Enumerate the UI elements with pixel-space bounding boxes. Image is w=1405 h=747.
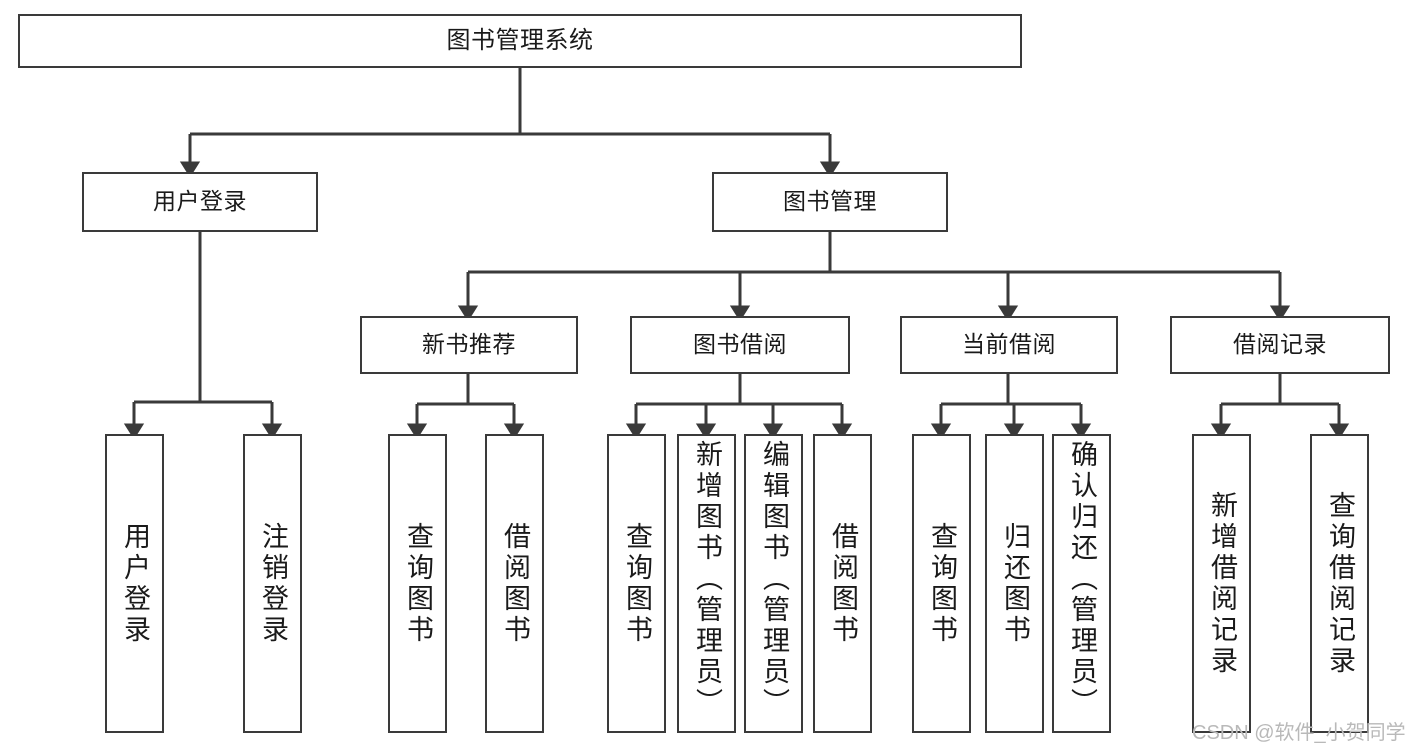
node-book-borrow-label: 图书借阅: [693, 331, 787, 358]
node-leaf-return-book-label: 归还图书: [1000, 521, 1030, 646]
node-root-label: 图书管理系统: [446, 26, 594, 54]
node-leaf-query-book-2-label: 查询图书: [622, 521, 652, 646]
node-leaf-query-book-3-label: 查询图书: [927, 521, 957, 646]
node-leaf-query-book-1[interactable]: 查询图书: [388, 434, 447, 733]
node-leaf-add-record-label: 新增借阅记录: [1207, 490, 1237, 677]
node-leaf-query-book-3[interactable]: 查询图书: [912, 434, 971, 733]
node-leaf-add-record[interactable]: 新增借阅记录: [1192, 434, 1251, 733]
node-user-login-label: 用户登录: [153, 188, 247, 215]
node-leaf-logout[interactable]: 注销登录: [243, 434, 302, 733]
csdn-watermark: CSDN @软件_小贺同学: [1192, 722, 1405, 744]
node-leaf-borrow-book-2[interactable]: 借阅图书: [813, 434, 872, 733]
node-leaf-query-book-2[interactable]: 查询图书: [607, 434, 666, 733]
node-root[interactable]: 图书管理系统: [18, 14, 1022, 68]
node-new-book-recommend-label: 新书推荐: [422, 331, 516, 358]
node-current-borrow[interactable]: 当前借阅: [900, 316, 1118, 374]
node-borrow-record[interactable]: 借阅记录: [1170, 316, 1390, 374]
node-new-book-recommend[interactable]: 新书推荐: [360, 316, 578, 374]
node-leaf-add-book-label: 新增图书（管理员）: [692, 440, 722, 719]
node-leaf-user-login-label: 用户登录: [120, 521, 150, 646]
node-leaf-borrow-book-2-label: 借阅图书: [828, 521, 858, 646]
node-book-borrow[interactable]: 图书借阅: [630, 316, 850, 374]
node-leaf-query-book-1-label: 查询图书: [403, 521, 433, 646]
node-borrow-record-label: 借阅记录: [1233, 331, 1327, 358]
node-user-login[interactable]: 用户登录: [82, 172, 318, 232]
node-leaf-confirm-return[interactable]: 确认归还（管理员）: [1052, 434, 1111, 733]
node-current-borrow-label: 当前借阅: [962, 331, 1056, 358]
node-leaf-add-book[interactable]: 新增图书（管理员）: [677, 434, 736, 733]
node-leaf-query-record[interactable]: 查询借阅记录: [1310, 434, 1369, 733]
node-leaf-edit-book[interactable]: 编辑图书（管理员）: [744, 434, 803, 733]
node-leaf-return-book[interactable]: 归还图书: [985, 434, 1044, 733]
node-leaf-confirm-return-label: 确认归还（管理员）: [1067, 440, 1097, 719]
node-leaf-logout-label: 注销登录: [258, 521, 288, 646]
node-book-management[interactable]: 图书管理: [712, 172, 948, 232]
node-leaf-borrow-book-1-label: 借阅图书: [500, 521, 530, 646]
node-leaf-query-record-label: 查询借阅记录: [1325, 490, 1355, 677]
node-leaf-edit-book-label: 编辑图书（管理员）: [759, 440, 789, 719]
node-leaf-borrow-book-1[interactable]: 借阅图书: [485, 434, 544, 733]
node-book-management-label: 图书管理: [783, 188, 877, 215]
node-leaf-user-login[interactable]: 用户登录: [105, 434, 164, 733]
